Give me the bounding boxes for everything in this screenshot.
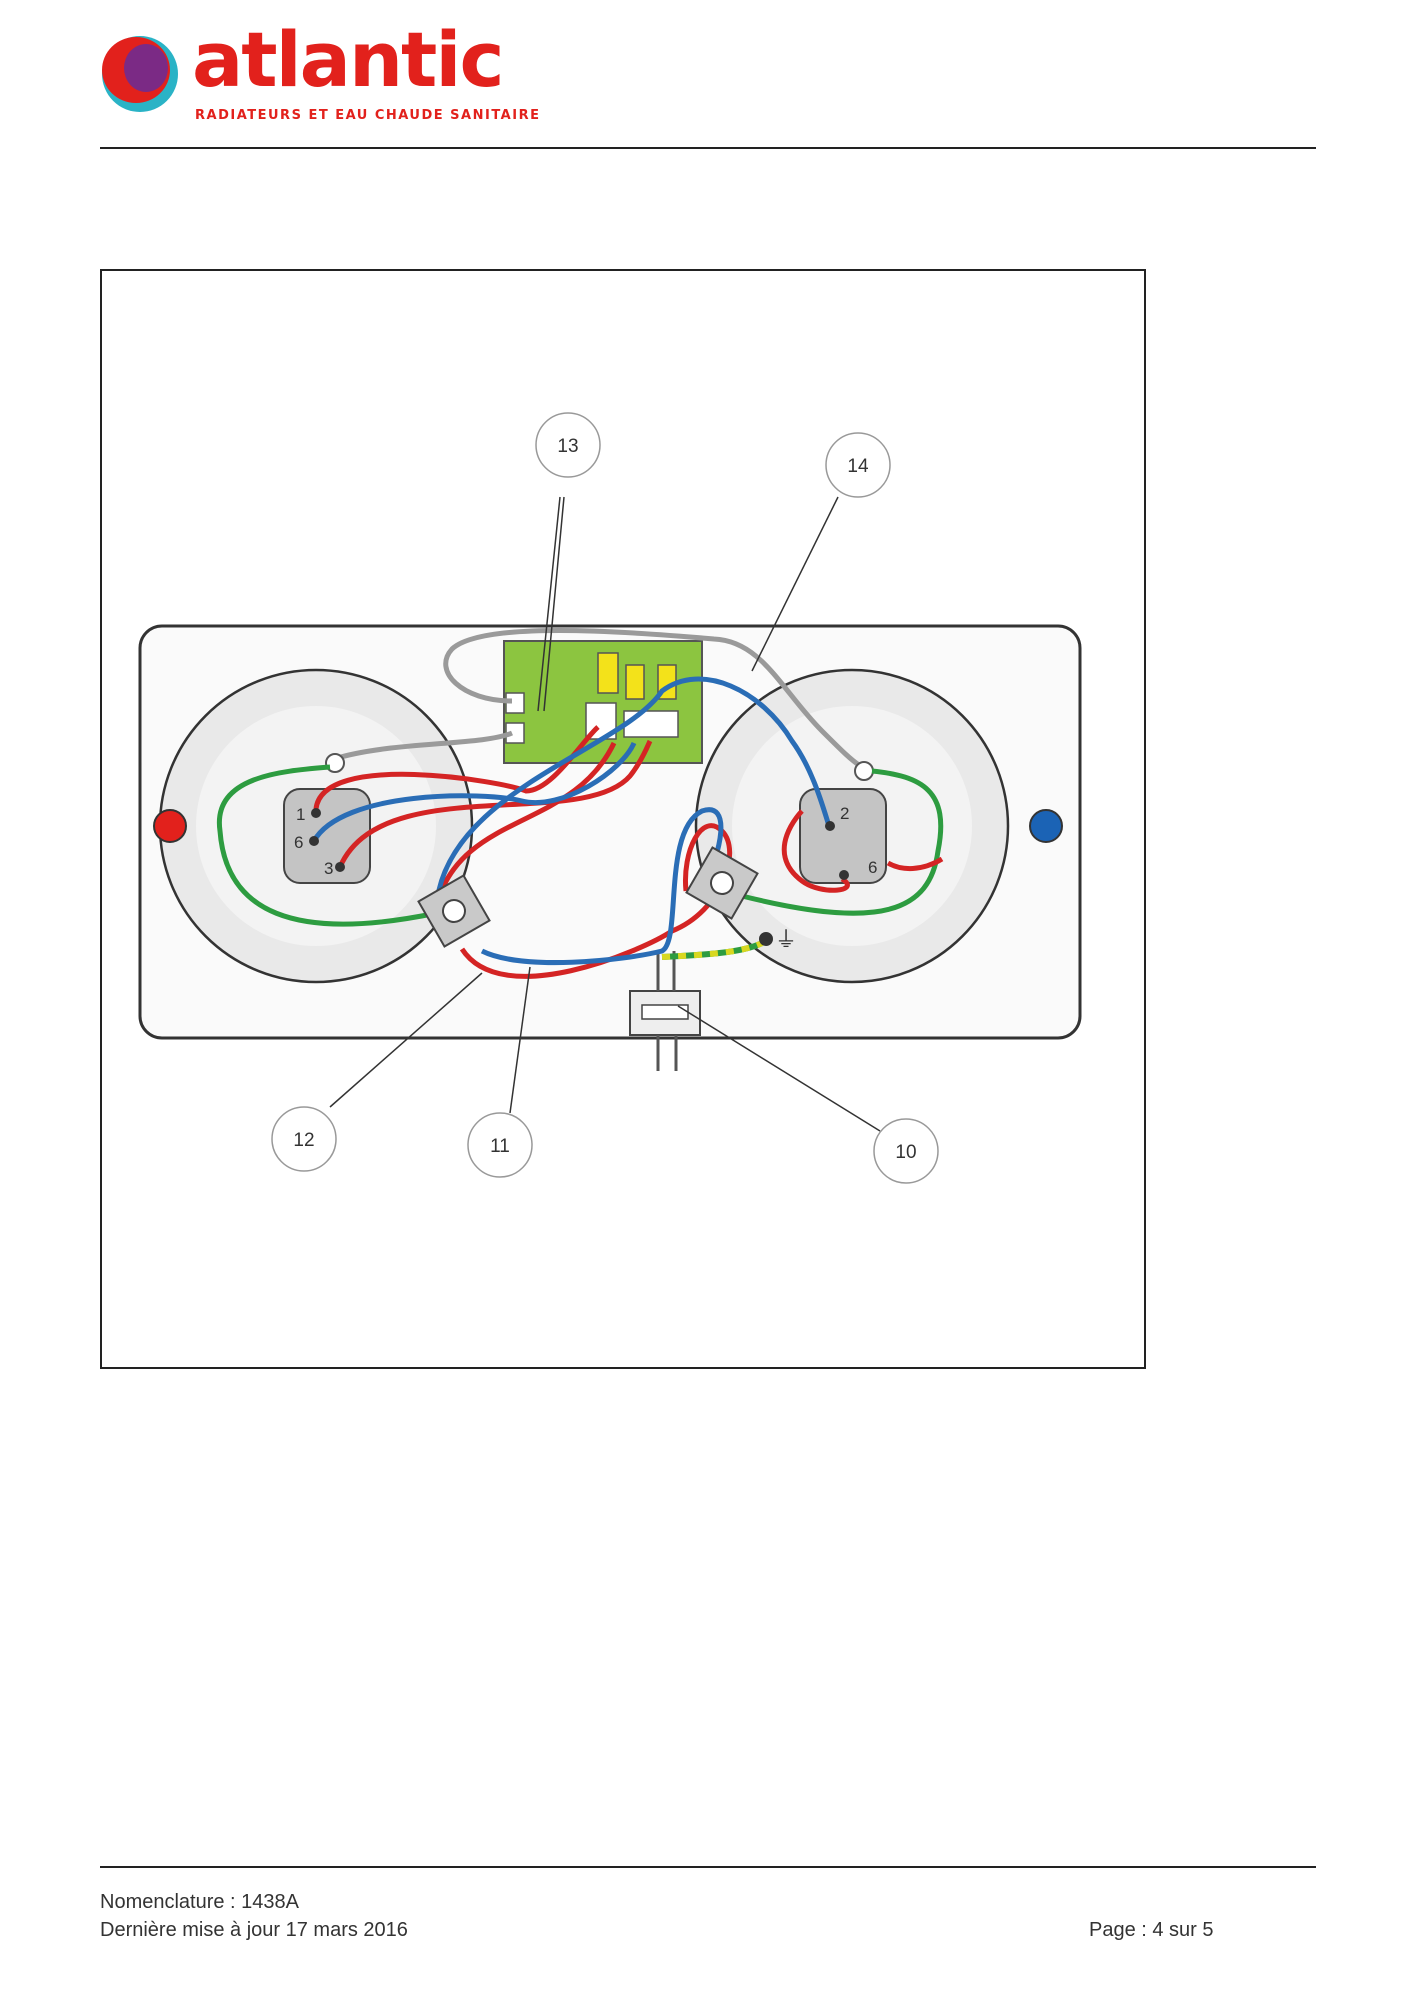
leader-lines <box>329 496 881 1132</box>
svg-text:12: 12 <box>293 1130 314 1151</box>
callout-12: 12 <box>271 1106 337 1172</box>
blue-wire-1 <box>311 741 637 843</box>
header-divider <box>100 147 1316 149</box>
blue-wire-2 <box>433 676 833 912</box>
terminal-label: 6 <box>868 858 877 877</box>
sensor-wire-right <box>443 628 864 770</box>
cold-water-indicator <box>1029 809 1063 843</box>
brand-tagline: RADIATEURS ET EAU CHAUDE SANITAIRE <box>195 108 541 123</box>
logo-mark-icon <box>102 36 178 112</box>
wiring-diagram: ⏚ 1 6 3 2 6 <box>138 412 1082 1184</box>
atlantic-logo: atlantic RADIATEURS ET EAU CHAUDE SANITA… <box>100 22 539 132</box>
right-terminal-block <box>799 788 887 884</box>
callout-11: 11 <box>467 1112 533 1178</box>
earth-symbol-icon: ⏚ <box>775 927 797 952</box>
svg-text:10: 10 <box>895 1142 916 1163</box>
terminal-label: 3 <box>324 859 333 878</box>
green-link-right <box>741 768 944 916</box>
wiring-diagram-frame: ⏚ 1 6 3 2 6 <box>100 269 1146 1369</box>
sensor-wire-left <box>333 730 513 762</box>
svg-text:14: 14 <box>847 456 869 477</box>
terminal-label: 1 <box>296 805 305 824</box>
red-wire-2 <box>337 739 653 869</box>
footer-divider <box>100 1866 1316 1868</box>
thermostat-left <box>417 874 491 948</box>
red-wire-4 <box>459 823 733 979</box>
svg-text:13: 13 <box>557 436 578 457</box>
callout-13: 13 <box>535 412 601 478</box>
callout-10: 10 <box>873 1118 939 1184</box>
blue-wire-3 <box>480 807 724 966</box>
green-link-left <box>216 764 438 927</box>
last-update-text: Dernière mise à jour 17 mars 2016 <box>100 1919 408 1941</box>
callout-14: 14 <box>825 432 891 498</box>
hot-water-indicator <box>153 809 187 843</box>
terminal-label: 2 <box>840 804 849 823</box>
page-number: Page : 4 sur 5 <box>1089 1919 1214 1941</box>
red-wire-3 <box>433 741 617 907</box>
terminal-label: 6 <box>294 833 303 852</box>
nomenclature-text: Nomenclature : 1438A <box>100 1891 300 1913</box>
brand-name: atlantic <box>192 15 504 104</box>
svg-text:11: 11 <box>490 1136 510 1157</box>
thermostat-right <box>685 846 759 920</box>
